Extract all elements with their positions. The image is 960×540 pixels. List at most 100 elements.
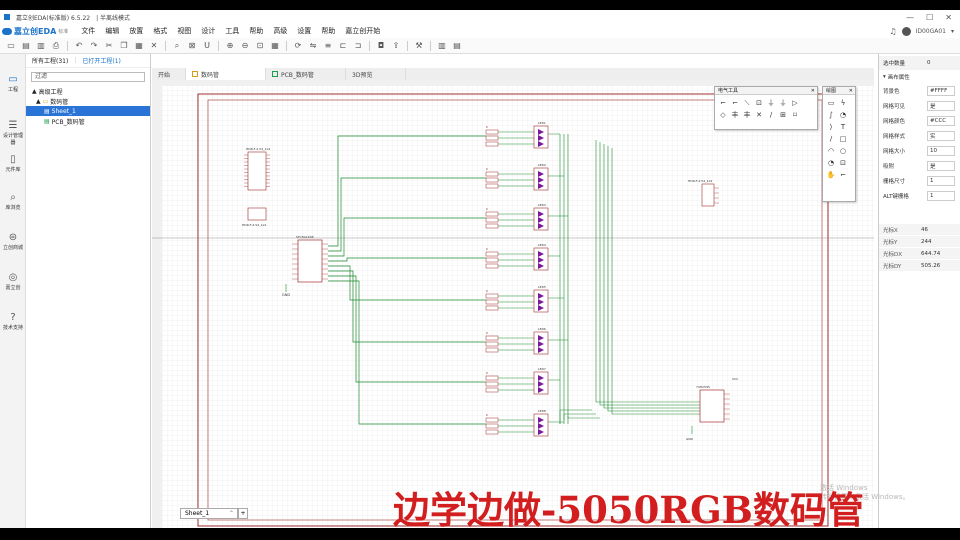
zoom-out-icon[interactable]: ⊖ bbox=[241, 41, 249, 50]
redo-icon[interactable]: ↷ bbox=[90, 41, 98, 50]
property-value[interactable]: 1 bbox=[927, 176, 955, 186]
property-value[interactable]: #FFFF bbox=[927, 86, 955, 96]
property-value[interactable]: 实 bbox=[927, 131, 955, 141]
tab-schematic[interactable]: 数码管 bbox=[186, 68, 266, 80]
wire-tool-4-icon[interactable]: ⏚ bbox=[767, 99, 775, 107]
menu-advanced[interactable]: 高级 bbox=[273, 27, 288, 35]
draw-tool-5-icon[interactable]: T bbox=[840, 123, 846, 131]
draw-tool-9-icon[interactable]: ○ bbox=[839, 147, 847, 155]
wire-tool-1-icon[interactable]: ⌐ bbox=[732, 99, 738, 107]
draw-tool-10-icon[interactable]: ◔ bbox=[827, 159, 835, 167]
draw-tool-13-icon[interactable]: ⌐ bbox=[840, 171, 846, 179]
draw-tool-7-icon[interactable]: □ bbox=[839, 135, 847, 143]
wire-tool-10-icon[interactable]: ✕ bbox=[756, 111, 762, 119]
draw-tool-8-icon[interactable]: ◠ bbox=[827, 147, 835, 155]
wire-tool-12-icon[interactable]: ⊞ bbox=[780, 111, 786, 119]
draw-tool-3-icon[interactable]: ◔ bbox=[839, 111, 847, 119]
nav-project[interactable]: ▭ 工程 bbox=[7, 74, 18, 93]
avatar[interactable] bbox=[901, 26, 911, 36]
tab-open-projects[interactable]: 已打开工程(1) bbox=[82, 58, 121, 65]
tree-item-project[interactable]: ▲ 高级工程 bbox=[32, 87, 63, 96]
minimize-button[interactable]: — bbox=[906, 12, 915, 22]
find-icon[interactable]: ⌕ bbox=[174, 40, 180, 50]
menu-design[interactable]: 设计 bbox=[201, 27, 216, 35]
add-sheet-button[interactable]: + bbox=[238, 508, 248, 519]
flip-icon[interactable]: ⇋ bbox=[309, 41, 317, 50]
expand-icon[interactable]: ▲ bbox=[32, 87, 37, 95]
bell-icon[interactable]: ♫ bbox=[889, 26, 897, 36]
user-name[interactable]: ID00GA01 bbox=[915, 27, 946, 35]
nav-lcsc-store[interactable]: ⊜ 立创商城 bbox=[2, 232, 23, 251]
property-value[interactable]: 是 bbox=[927, 161, 955, 171]
save-icon[interactable]: ▤ bbox=[22, 41, 30, 50]
wire-tool-3-icon[interactable]: ⊡ bbox=[756, 99, 762, 107]
grid-icon[interactable]: ▦ bbox=[271, 41, 279, 50]
wire-tool-8-icon[interactable]: 丰 bbox=[731, 111, 739, 119]
nav-design-manager[interactable]: ☰ 设计管理器 bbox=[2, 120, 23, 146]
cut-icon[interactable]: ✂ bbox=[105, 41, 113, 50]
draw-tool-6-icon[interactable]: ∕ bbox=[829, 135, 833, 143]
menu-edit[interactable]: 编辑 bbox=[105, 27, 120, 35]
menu-place[interactable]: 放置 bbox=[129, 27, 144, 35]
bom-icon[interactable]: ▤ bbox=[453, 41, 461, 50]
text-icon[interactable]: U bbox=[204, 41, 210, 50]
camera-icon[interactable]: ◘ bbox=[377, 41, 385, 50]
close-button[interactable]: ✕ bbox=[945, 12, 952, 22]
property-value[interactable]: 10 bbox=[927, 146, 955, 156]
draw-tool-12-icon[interactable]: ✋ bbox=[826, 171, 836, 179]
save-all-icon[interactable]: ▥ bbox=[37, 41, 45, 50]
expand-icon[interactable]: ▲ bbox=[36, 97, 41, 105]
rotate-icon[interactable]: ⟳ bbox=[294, 41, 302, 50]
net-icon[interactable]: ⊠ bbox=[188, 41, 196, 50]
tab-all-projects[interactable]: 所有工程(31) bbox=[32, 58, 69, 65]
project-filter-input[interactable]: 过滤 bbox=[31, 72, 145, 82]
netlist-icon[interactable]: ▥ bbox=[438, 41, 446, 50]
close-icon[interactable]: ✕ bbox=[848, 87, 853, 94]
share-icon[interactable]: ⇪ bbox=[392, 41, 400, 50]
draw-tool-1-icon[interactable]: ϟ bbox=[840, 99, 846, 107]
close-icon[interactable]: ✕ bbox=[810, 87, 815, 94]
menu-format[interactable]: 格式 bbox=[153, 27, 168, 35]
maximize-button[interactable]: ☐ bbox=[926, 12, 934, 22]
delete-icon[interactable]: ✕ bbox=[150, 41, 158, 50]
wire-tool-11-icon[interactable]: ∕ bbox=[769, 111, 773, 119]
nav-library[interactable]: ▯ 元件库 bbox=[5, 154, 21, 173]
paste-icon[interactable]: ▦ bbox=[135, 41, 143, 50]
menu-tools[interactable]: 工具 bbox=[225, 27, 240, 35]
tree-item-sheet[interactable]: ▤ Sheet_1 bbox=[26, 106, 150, 116]
nav-lib-browse[interactable]: ⌕ 库浏览 bbox=[5, 192, 21, 211]
wire-tool-2-icon[interactable]: ⟍ bbox=[744, 98, 750, 107]
wire-tool-6-icon[interactable]: ▷ bbox=[792, 99, 798, 107]
nav-jlc[interactable]: ◎ 嘉立创 bbox=[5, 272, 21, 291]
tree-item-folder[interactable]: ▲ ▭ 数码管 bbox=[36, 97, 69, 106]
collapse-icon[interactable]: ▾ bbox=[883, 74, 886, 80]
align-icon[interactable]: ≡ bbox=[324, 41, 332, 50]
front-icon[interactable]: ⊏ bbox=[339, 41, 347, 50]
tab-3d-preview[interactable]: 3D预览 bbox=[346, 68, 406, 80]
schematic-drawing[interactable]: HDR-F-2.54_1x4HDR-F-2.54_1x4STC8G1K08GND… bbox=[152, 80, 874, 528]
property-value[interactable]: #CCC bbox=[927, 116, 955, 126]
wrench-icon[interactable]: ⚒ bbox=[415, 41, 423, 50]
property-value[interactable]: 1 bbox=[927, 191, 955, 201]
wire-tool-13-icon[interactable]: ⌑ bbox=[793, 111, 797, 119]
sheet-tab[interactable]: Sheet_1 ⌃ bbox=[180, 508, 238, 519]
menu-file[interactable]: 文件 bbox=[81, 27, 96, 35]
nav-support[interactable]: ? 技术支持 bbox=[2, 312, 23, 331]
print-icon[interactable]: ⎙ bbox=[52, 40, 60, 50]
menu-view[interactable]: 视图 bbox=[177, 27, 192, 35]
draw-tool-2-icon[interactable]: ∫ bbox=[829, 111, 833, 119]
zoom-in-icon[interactable]: ⊕ bbox=[226, 41, 234, 50]
menu-help-2[interactable]: 帮助 bbox=[321, 27, 336, 35]
tree-item-pcb[interactable]: ▤ PCB_数码管 bbox=[44, 117, 85, 126]
draw-tool-11-icon[interactable]: ⊡ bbox=[840, 159, 846, 167]
menu-help[interactable]: 帮助 bbox=[249, 27, 264, 35]
tab-pcb[interactable]: PCB_数码管 bbox=[266, 68, 346, 80]
back-icon[interactable]: ⊐ bbox=[354, 41, 362, 50]
wire-tool-9-icon[interactable]: 丰 bbox=[743, 111, 751, 119]
tab-start[interactable]: 开始 bbox=[152, 68, 186, 80]
copy-icon[interactable]: ❐ bbox=[120, 41, 128, 50]
new-icon[interactable]: ▭ bbox=[7, 41, 15, 50]
menu-jlc-start[interactable]: 嘉立创开始 bbox=[345, 27, 381, 35]
chevron-down-icon[interactable]: ▾ bbox=[950, 27, 954, 35]
